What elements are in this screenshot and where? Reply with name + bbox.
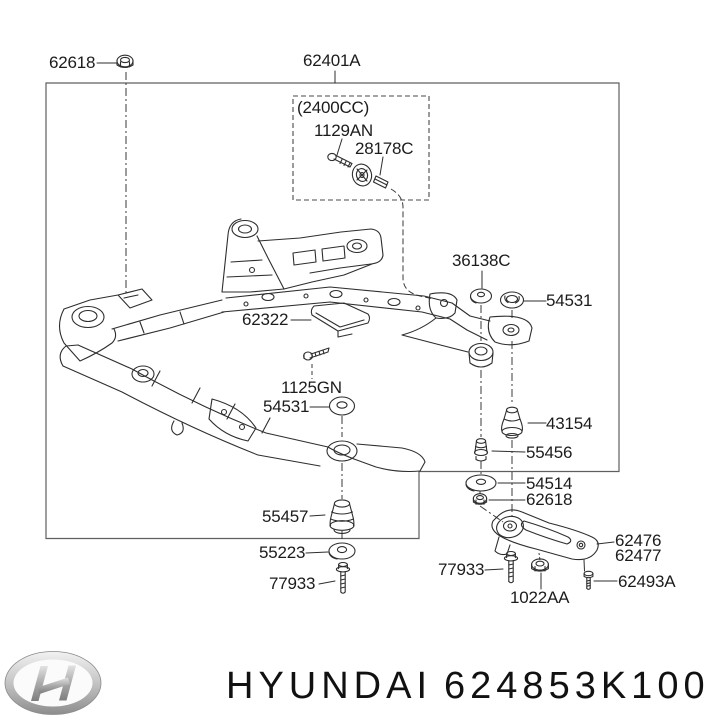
brand-name: HYUNDAI — [226, 665, 433, 707]
main-callout-box — [45, 82, 620, 540]
bolt-1125GN — [303, 347, 330, 361]
center-lines — [125, 72, 541, 561]
bushing-43154 — [501, 406, 523, 439]
part-label-28178C: 28178C — [355, 139, 414, 158]
part-label-54531-right: 54531 — [546, 291, 593, 310]
washer-54531-mid — [328, 396, 356, 416]
subframe-crossmember-drawing — [58, 218, 533, 473]
washer-36138C — [469, 288, 493, 304]
part-label-62322: 62322 — [242, 310, 289, 329]
pin-28178C — [372, 175, 389, 189]
catalog-part-number: 624853K100 — [444, 665, 710, 707]
washer-54514 — [465, 474, 497, 492]
part-label-55457: 55457 — [262, 507, 309, 526]
part-label-54531-mid: 54531 — [263, 397, 310, 416]
part-label-1129AN: 1129AN — [314, 121, 373, 140]
hyundai-logo — [4, 651, 102, 715]
bushing-55456 — [473, 438, 489, 462]
part-label-62401A: 62401A — [303, 51, 361, 70]
nut-62618-lower — [472, 493, 488, 505]
part-label-62618-top: 62618 — [49, 53, 96, 72]
nut-62618-top — [116, 54, 134, 69]
bushing-55457 — [329, 499, 355, 535]
nut-1022AA — [531, 558, 549, 572]
part-label-1022AA: 1022AA — [510, 588, 570, 607]
part-label-43154: 43154 — [546, 414, 593, 433]
bolt-1129AN — [327, 152, 353, 168]
engine-variant-label: (2400CC) — [297, 98, 370, 117]
part-label-62618-low: 62618 — [526, 490, 573, 509]
bolt-77933-right — [503, 550, 519, 584]
footer-part-number: HYUNDAI 624853K100 — [226, 666, 710, 706]
part-label-54514: 54514 — [526, 474, 573, 493]
part-label-62476: 62476 — [615, 531, 662, 550]
part-label-77933-right: 77933 — [438, 560, 485, 579]
bolt-77933-left — [335, 561, 351, 594]
washer-54531-right — [499, 291, 525, 309]
engine-variant-box — [292, 95, 430, 201]
screw-62493A — [583, 570, 594, 590]
damper-28178C-assembly — [351, 163, 373, 187]
part-label-55456: 55456 — [526, 443, 573, 462]
bracket-62476 — [491, 509, 599, 561]
part-label-1125GN: 1125GN — [281, 378, 342, 397]
washer-55223 — [328, 542, 356, 560]
part-label-55223: 55223 — [259, 543, 306, 562]
part-label-77933-left: 77933 — [269, 574, 316, 593]
part-label-62477: 62477 — [615, 546, 662, 565]
plate-62322 — [310, 302, 371, 338]
part-label-62493A: 62493A — [618, 572, 676, 591]
part-label-36138C: 36138C — [452, 251, 511, 270]
hardware-parts — [116, 54, 599, 594]
